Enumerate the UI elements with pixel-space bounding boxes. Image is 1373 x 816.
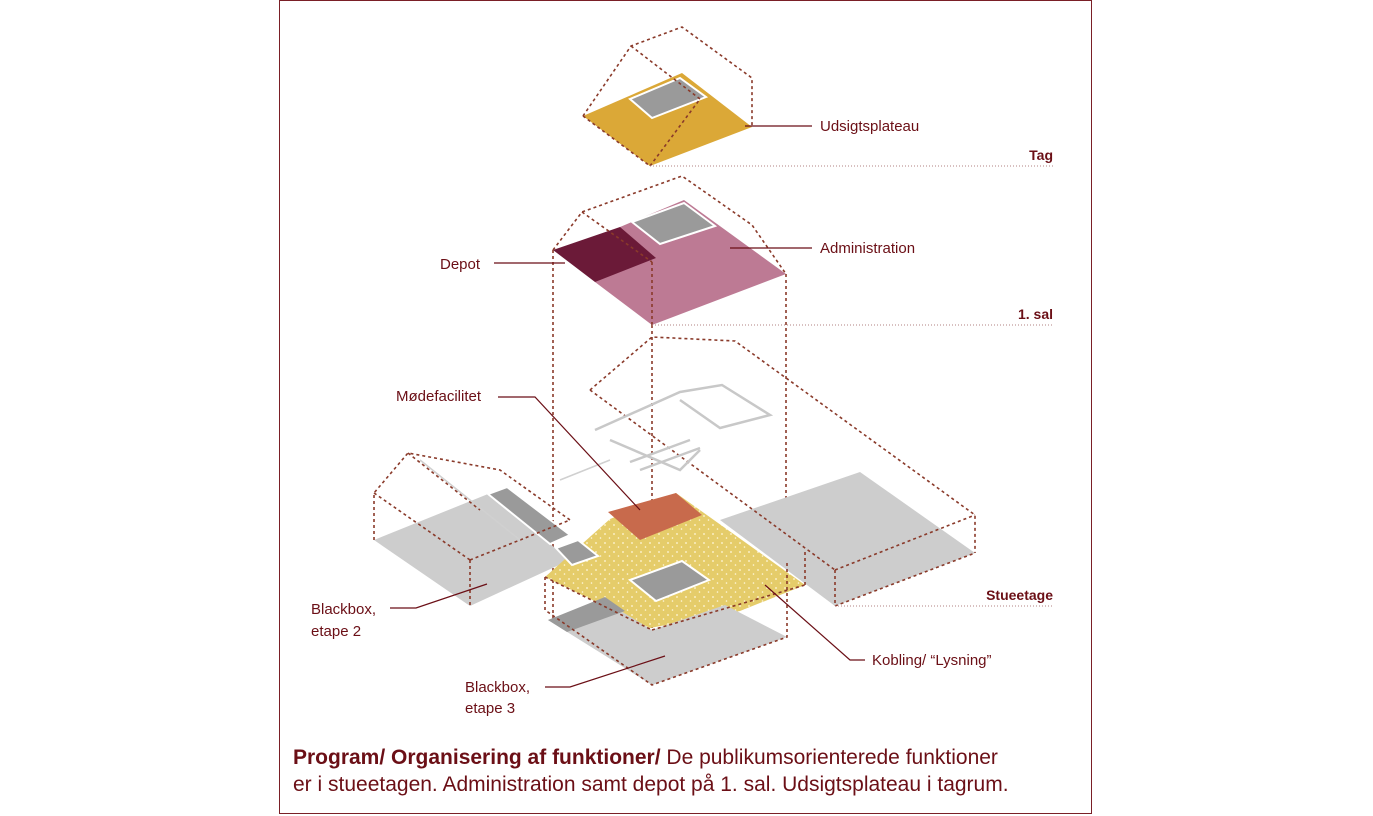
label-kobling: Kobling/ “Lysning” xyxy=(872,652,992,669)
kobling-floor xyxy=(545,493,805,628)
right-wing-floor xyxy=(720,472,975,606)
depot-floor xyxy=(553,227,656,282)
level-label-tag: Tag xyxy=(1029,147,1053,163)
leader-lines xyxy=(390,125,865,688)
central-void xyxy=(627,559,712,603)
label-blackbox-3-line1: Blackbox, xyxy=(465,679,530,696)
label-blackbox-2-line2: etape 2 xyxy=(311,623,361,640)
level-label-ground: Stueetage xyxy=(986,587,1053,603)
modefacilitet-floor xyxy=(608,493,702,540)
blackbox-etape-3-floor xyxy=(548,600,787,685)
label-administration: Administration xyxy=(820,240,915,257)
label-blackbox-2-line1: Blackbox, xyxy=(311,601,376,618)
blackbox-etape-2-floor xyxy=(374,494,570,606)
label-modefacilitet: Mødefacilitet xyxy=(396,388,482,405)
roof-level xyxy=(582,26,753,167)
roof-void xyxy=(628,76,709,120)
level-lines xyxy=(650,165,1053,607)
label-udsigtsplateau: Udsigtsplateau xyxy=(820,118,919,135)
caption-bold: Program/ Organisering af funktioner/ xyxy=(293,746,661,769)
first-floor-void xyxy=(629,201,718,246)
caption-line2: er i stueetagen. Administration samt dep… xyxy=(293,773,1009,796)
blackbox-etape-2-void xyxy=(485,485,572,546)
label-blackbox-3-line2: etape 3 xyxy=(465,700,515,717)
level-label-first-floor: 1. sal xyxy=(1018,306,1053,322)
udsigtsplateau-floor xyxy=(583,73,752,166)
caption-line1: De publikumsorienterede funktioner xyxy=(660,746,998,769)
blackbox-etape-3-void xyxy=(548,597,625,632)
ground-level xyxy=(373,336,976,686)
caption: Program/ Organisering af funktioner/ De … xyxy=(293,744,1083,798)
label-depot: Depot xyxy=(440,256,481,273)
diagram-frame xyxy=(279,0,1092,814)
small-void xyxy=(554,538,601,567)
